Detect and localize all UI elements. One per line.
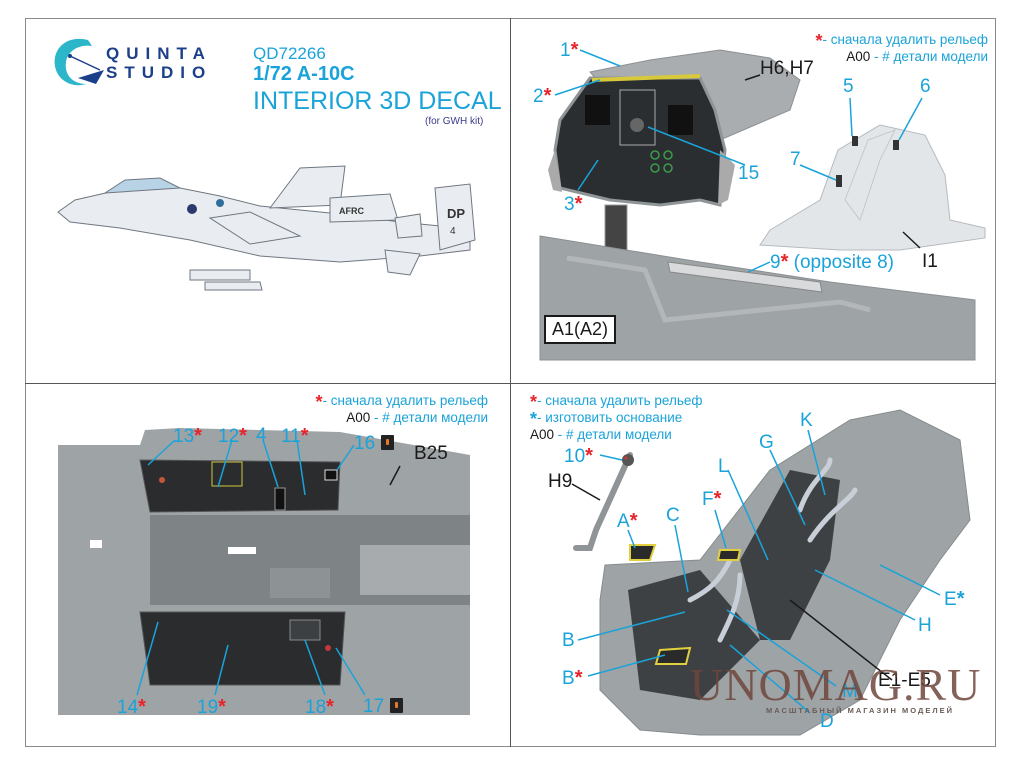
brand-line-2: STUDIO	[106, 63, 213, 82]
red-star-icon: *	[815, 31, 823, 51]
red-star-icon: *	[543, 85, 552, 107]
legend-part-code: A00	[846, 49, 871, 64]
red-star-icon: *	[574, 193, 583, 215]
aircraft-tail-code: DP	[447, 206, 466, 221]
legend-part-desc: - # детали модели	[874, 49, 988, 64]
legend-part-code: A00	[530, 427, 555, 442]
callout-6: 6	[920, 76, 931, 97]
aircraft-unit-marking: AFRC	[339, 206, 364, 216]
legend-top-right: *- сначала удалить рельеф A00 - # детали…	[720, 32, 988, 64]
callout-7: 7	[790, 149, 801, 170]
light-icon	[381, 435, 395, 450]
product-title: INTERIOR 3D DECAL	[253, 87, 502, 115]
product-code: QD72266	[253, 44, 326, 63]
callout-10: 10*	[564, 445, 593, 467]
legend-part-desc: - # детали модели	[557, 427, 672, 442]
callout-f: F*	[702, 488, 722, 510]
callout-l: L	[718, 456, 729, 477]
callout-16: 16	[354, 434, 395, 453]
callout-k: K	[800, 410, 813, 431]
callout-9: 9* (opposite 8)	[770, 251, 894, 273]
callout-b: B	[562, 630, 575, 651]
horizontal-divider	[25, 383, 996, 384]
callout-4: 4	[256, 425, 267, 446]
red-star-icon: *	[530, 392, 538, 412]
callout-g: G	[759, 432, 774, 453]
callout-1: 1*	[560, 39, 579, 61]
legend-bottom-left: *- сначала удалить рельеф A00 - # детали…	[230, 393, 488, 425]
red-star-icon: *	[780, 251, 789, 273]
callout-a: A*	[617, 510, 638, 532]
red-star-icon: *	[218, 696, 226, 718]
red-star-icon: *	[574, 667, 583, 689]
legend-remove-relief: - сначала удалить рельеф	[322, 393, 488, 408]
callout-19: 19*	[197, 696, 226, 718]
watermark-tagline: МАСШТАБНЫЙ МАГАЗИН МОДЕЛЕЙ	[766, 706, 955, 715]
aircraft-tail-number: 4	[450, 226, 456, 237]
brand-line-1: QUINTA	[106, 44, 212, 63]
callout-2: 2*	[533, 85, 552, 107]
part-b25: B25	[414, 443, 448, 464]
callout-13: 13*	[173, 425, 202, 447]
callout-h: H	[918, 615, 932, 636]
callout-12: 12*	[218, 425, 247, 447]
product-model: 1/72 A-10C	[253, 63, 355, 85]
callout-17: 17	[363, 697, 404, 716]
vertical-divider	[510, 18, 511, 747]
brand-name: QUINTA STUDIO	[106, 44, 212, 82]
part-i1: I1	[922, 251, 938, 272]
watermark-logo: UNOMAG.RU	[690, 659, 982, 710]
callout-m: M	[842, 681, 858, 702]
legend-remove-relief: - сначала удалить рельеф	[537, 393, 703, 408]
part-e1-e5: E1-E5	[878, 670, 931, 691]
legend-make-base: - изготовить основание	[537, 410, 683, 425]
part-h9: H9	[548, 471, 573, 492]
part-a1-a2: A1(A2)	[544, 315, 617, 344]
red-star-icon: *	[194, 425, 202, 447]
red-star-icon: *	[315, 392, 323, 412]
callout-14: 14*	[117, 696, 146, 718]
light-icon	[390, 698, 404, 713]
callout-15: 15	[738, 163, 760, 184]
blue-star-icon: *	[530, 409, 538, 429]
blue-star-icon: *	[956, 588, 965, 610]
callout-e: E*	[944, 588, 965, 610]
callout-c: C	[666, 505, 680, 526]
red-star-icon: *	[300, 425, 309, 447]
red-star-icon: *	[570, 39, 579, 61]
callout-5: 5	[843, 76, 854, 97]
red-star-icon: *	[629, 510, 638, 532]
red-star-icon: *	[138, 696, 146, 718]
red-star-icon: *	[713, 488, 722, 510]
legend-bottom-right: *- сначала удалить рельеф *- изготовить …	[530, 393, 703, 442]
red-star-icon: *	[585, 445, 593, 467]
callout-3: 3*	[564, 193, 583, 215]
callout-d: D	[820, 711, 834, 732]
callout-b-star: B*	[562, 667, 583, 689]
callout-11: 11*	[281, 425, 309, 447]
red-star-icon: *	[326, 696, 334, 718]
part-h6-h7: H6,H7	[760, 58, 814, 79]
callout-18: 18*	[305, 696, 334, 718]
legend-part-desc: - # детали модели	[374, 410, 488, 425]
kit-note: (for GWH kit)	[425, 116, 484, 127]
red-star-icon: *	[239, 425, 247, 447]
legend-remove-relief: - сначала удалить рельеф	[822, 32, 988, 47]
legend-part-code: A00	[346, 410, 371, 425]
